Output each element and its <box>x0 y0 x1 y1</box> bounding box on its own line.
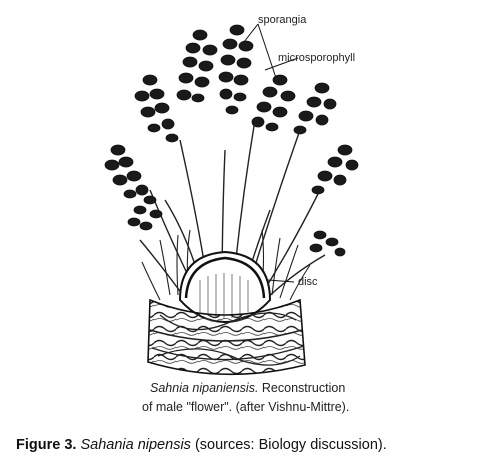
frond-7 <box>104 144 149 199</box>
label-sporangia: sporangia <box>258 14 307 26</box>
frond-1 <box>176 29 218 103</box>
label-disc: disc <box>298 276 318 288</box>
figure-source: (sources: Biology discussion). <box>190 437 387 453</box>
frond-4 <box>293 82 337 135</box>
illustration-caption-line2: of male "flower". (after Vishnu-Mittre). <box>142 400 350 414</box>
caption-species: Sahnia nipaniensis. <box>150 381 259 395</box>
frond-6 <box>134 74 179 143</box>
frond-3 <box>251 74 296 132</box>
frond-2 <box>218 24 254 115</box>
figure-caption: Figure 3. Sahania nipensis (sources: Bio… <box>16 437 387 453</box>
figure-label: Figure 3. <box>16 437 77 453</box>
label-microsporophyll: microsporophyll <box>278 52 356 64</box>
illustration-caption-line1: Sahnia nipaniensis. Reconstruction <box>150 378 345 398</box>
sporangia-clusters <box>104 24 359 257</box>
caption-text1: Reconstruction <box>258 381 346 395</box>
frond-5 <box>311 144 359 195</box>
frond-9 <box>309 230 346 257</box>
disc-shape <box>178 250 272 324</box>
frond-8 <box>127 195 163 231</box>
figure-species: Sahania nipensis <box>80 437 191 453</box>
leader-lines <box>243 23 299 283</box>
woody-base <box>147 298 306 376</box>
